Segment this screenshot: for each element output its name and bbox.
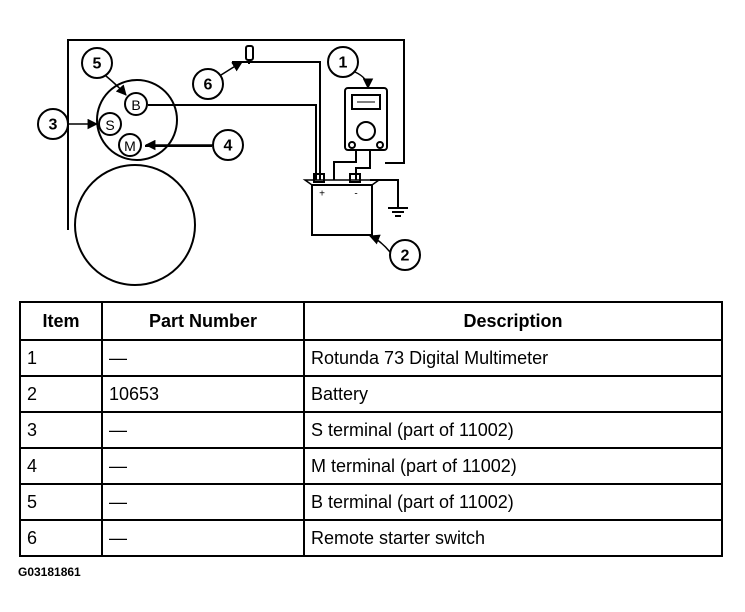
cell-description: S terminal (part of 11002) bbox=[303, 411, 723, 449]
header-description: Description bbox=[303, 301, 723, 341]
callout-6-label: 6 bbox=[204, 77, 213, 94]
header-part-number: Part Number bbox=[101, 301, 305, 341]
cell-part-number: 10653 bbox=[101, 375, 305, 413]
table-header-row: Item Part Number Description bbox=[19, 301, 723, 341]
cell-part-number: — bbox=[101, 483, 305, 521]
callout-5-label: 5 bbox=[93, 56, 102, 73]
figure-code: G03181861 bbox=[18, 565, 81, 579]
cell-description: Battery bbox=[303, 375, 723, 413]
cell-description: M terminal (part of 11002) bbox=[303, 447, 723, 485]
callout-2-circle bbox=[389, 239, 421, 271]
remote-starter-switch bbox=[245, 45, 254, 61]
table-row: 3 — S terminal (part of 11002) bbox=[19, 411, 723, 449]
multimeter-dial bbox=[356, 121, 376, 141]
cell-item: 6 bbox=[19, 519, 103, 557]
cell-part-number: — bbox=[101, 519, 305, 557]
battery-post-positive bbox=[313, 173, 325, 183]
callout-4-label: 4 bbox=[224, 138, 233, 155]
wire-meter-positive bbox=[333, 150, 357, 180]
multimeter-jack-right bbox=[376, 141, 384, 149]
wire-meter-negative bbox=[355, 150, 371, 180]
table-row: 1 — Rotunda 73 Digital Multimeter bbox=[19, 339, 723, 377]
callout-6-circle bbox=[192, 68, 224, 100]
cell-part-number: — bbox=[101, 339, 305, 377]
wire-b-to-battery bbox=[148, 104, 317, 180]
callout-1-label: 1 bbox=[339, 55, 348, 72]
table-row: 4 — M terminal (part of 11002) bbox=[19, 447, 723, 485]
terminal-b-label: B bbox=[131, 97, 140, 113]
starter-motor-body bbox=[74, 164, 196, 286]
callout-2-arrow bbox=[369, 234, 391, 253]
cell-part-number: — bbox=[101, 411, 305, 449]
terminal-s bbox=[98, 112, 122, 136]
callout-1-circle bbox=[327, 46, 359, 78]
battery-post-negative bbox=[349, 173, 361, 183]
terminal-m-label: M bbox=[124, 138, 136, 154]
cell-part-number: — bbox=[101, 447, 305, 485]
multimeter-jack-left bbox=[348, 141, 356, 149]
callout-5-arrow bbox=[105, 75, 127, 96]
cell-item: 3 bbox=[19, 411, 103, 449]
cell-description: Remote starter switch bbox=[303, 519, 723, 557]
terminal-b bbox=[124, 92, 148, 116]
cell-item: 2 bbox=[19, 375, 103, 413]
callout-3-label: 3 bbox=[49, 117, 58, 134]
battery-negative-label: - bbox=[354, 189, 357, 200]
cell-description: Rotunda 73 Digital Multimeter bbox=[303, 339, 723, 377]
cell-item: 4 bbox=[19, 447, 103, 485]
cell-item: 1 bbox=[19, 339, 103, 377]
callout-6-arrow bbox=[220, 61, 243, 76]
header-item: Item bbox=[19, 301, 103, 341]
multimeter-display bbox=[351, 94, 381, 110]
table-row: 6 — Remote starter switch bbox=[19, 519, 723, 557]
wire-switch-to-b bbox=[232, 61, 321, 180]
cell-description: B terminal (part of 11002) bbox=[303, 483, 723, 521]
callout-5-circle bbox=[81, 47, 113, 79]
callout-2-label: 2 bbox=[401, 248, 410, 265]
callout-1-arrow bbox=[354, 71, 374, 90]
table-row: 5 — B terminal (part of 11002) bbox=[19, 483, 723, 521]
wiring-diagram: B S M + - 1 2 3 4 5 6 bbox=[37, 39, 421, 286]
cell-item: 5 bbox=[19, 483, 103, 521]
terminal-s-label: S bbox=[105, 117, 114, 133]
table-row: 2 10653 Battery bbox=[19, 375, 723, 413]
terminal-m bbox=[118, 133, 142, 157]
wire-s-loop bbox=[67, 39, 405, 230]
battery-positive-label: + bbox=[319, 189, 325, 200]
parts-table: Item Part Number Description 1 — Rotunda… bbox=[19, 301, 723, 557]
